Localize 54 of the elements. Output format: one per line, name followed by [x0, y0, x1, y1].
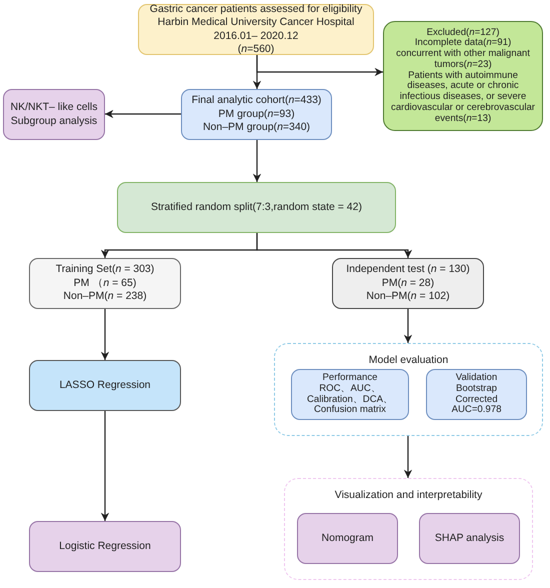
- box-text: PM group(n=93): [218, 108, 295, 122]
- box-text: Corrected AUC=0.978: [450, 394, 502, 416]
- process-box: [332, 258, 484, 309]
- process-box: [117, 182, 396, 233]
- box-text: Performance: [322, 373, 378, 384]
- box-text: Subgroup analysis: [10, 114, 98, 128]
- box-text: 2016.01– 2020.12: [214, 30, 298, 43]
- box-text: Patients with autoimmune diseases, acute or chronic infectious diseases, or severe cardiovascular or cerebrovascular events(n=13): [390, 70, 536, 124]
- box-text: Validation: [456, 373, 498, 384]
- box-text: Non–PM(n = 102): [366, 290, 450, 304]
- box-text: concurrent with other malignant tumors(n=23): [395, 49, 531, 71]
- box-text: ROC、AUC、Calibration、DCA、Confusion matrix: [306, 384, 394, 416]
- group-frame: [274, 343, 543, 436]
- process-box: [181, 89, 332, 140]
- box-text: Non–PM(n = 238): [63, 290, 147, 304]
- box-text: Incomplete data(n=91): [414, 38, 512, 49]
- box-text: Harbin Medical University Cancer Hospital: [158, 16, 354, 30]
- box-text: Training Set(n = 303): [56, 263, 154, 277]
- arrow: [404, 436, 412, 478]
- process-box: [291, 369, 409, 420]
- box-text: Non–PM group(n=340): [202, 121, 310, 135]
- arrow: [100, 309, 110, 360]
- process-box: [3, 89, 105, 140]
- arrow: [256, 55, 383, 76]
- process-box: [297, 513, 398, 564]
- box-text: LASSO Regression: [59, 378, 151, 392]
- process-box: [29, 521, 181, 572]
- arrow: [100, 411, 110, 521]
- box-text: SHAP analysis: [434, 532, 504, 546]
- box-text: NK/NKT– like cells: [10, 101, 98, 114]
- arrow: [256, 233, 412, 258]
- process-box: [426, 369, 527, 420]
- box-text: Stratified random split(7:3,random state = 42): [151, 200, 362, 214]
- process-box: [419, 513, 520, 564]
- box-text: Independent test (n = 130): [346, 263, 470, 277]
- box-text: Gastric cancer patients assessed for eligibility: [150, 2, 362, 16]
- arrow: [252, 140, 262, 182]
- box-text: Final analytic cohort(n=433): [192, 94, 322, 108]
- start-box: [138, 4, 374, 55]
- box-text: Nomogram: [322, 532, 374, 546]
- box-text: Bootstrap: [456, 384, 498, 394]
- arrow: [105, 110, 181, 118]
- box-text: PM(n = 28): [382, 276, 434, 290]
- box-text: (n=560): [238, 42, 274, 56]
- group-frame: [284, 478, 533, 580]
- exclusion-box: [383, 21, 543, 131]
- process-box: [29, 360, 181, 411]
- box-text: Logistic Regression: [59, 540, 151, 554]
- group-title: Model evaluation: [368, 354, 448, 368]
- arrow: [404, 309, 412, 343]
- process-box: [29, 258, 181, 309]
- box-text: PM （n = 65): [74, 276, 136, 290]
- box-text: Excluded(n=127): [426, 28, 500, 38]
- group-title: Visualization and interpretability: [334, 489, 482, 502]
